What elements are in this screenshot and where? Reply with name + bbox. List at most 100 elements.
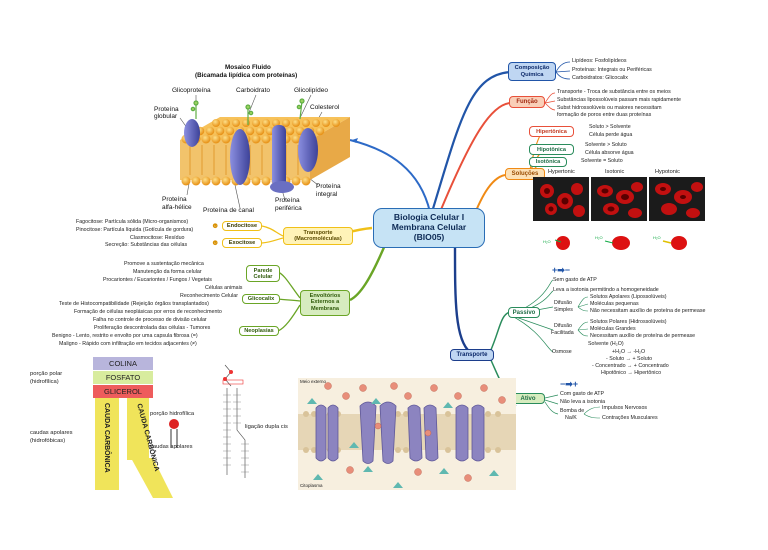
caudas-apolares-2: (hidrofóbicas) bbox=[30, 438, 66, 444]
smiley-icon: ☻ bbox=[211, 221, 220, 230]
central-title-line2: Membrana Celular bbox=[391, 221, 467, 232]
node-composicao-quimica[interactable]: Composição Química bbox=[508, 62, 556, 81]
minus-arrow-plus-icon: −➡+ bbox=[560, 379, 579, 389]
passivo-item-2: Leva a isotonia permitindo a homogeneida… bbox=[553, 287, 659, 293]
bomba-item-1: Impulsos Nervosos bbox=[602, 405, 648, 411]
funcao-item-2: Substâncias lipossolúveis passam mais ra… bbox=[557, 97, 681, 103]
envoltorios-label-2: Externos a bbox=[310, 299, 340, 306]
transporte-macro-label-1: Transporte bbox=[303, 230, 333, 236]
smiley-icon-2: ☻ bbox=[211, 238, 220, 247]
glicocalix-item-4: Formação de células neoplásicas por erro… bbox=[74, 309, 222, 315]
difusao-facilitada-item-3: Necessitam auxílio de proteína de permea… bbox=[590, 333, 696, 339]
difusao-facilitada-item-1: Solutos Polares (Hidrossolúveis) bbox=[590, 319, 667, 325]
sodium-potassium-pump-image bbox=[298, 378, 516, 490]
label-proteina-integral-2: integral bbox=[316, 191, 338, 198]
node-envoltorios[interactable]: Envoltórios Externos a Membrana bbox=[300, 290, 350, 316]
neoplasias-item-3: Benigno - Lento, restrito e envolto por … bbox=[52, 333, 198, 339]
mosaic-title: Mosaico Fluido bbox=[225, 64, 271, 71]
label-proteina-globular-2: globular bbox=[154, 113, 178, 120]
porcao-polar-2: (hidrofílica) bbox=[30, 379, 59, 385]
central-title-line3: (BIO05) bbox=[413, 231, 445, 242]
glicerol-box: GLICEROL bbox=[93, 385, 153, 398]
parede-item-3: Procariontes / Eucariontes / Fungos / Ve… bbox=[103, 277, 212, 283]
node-exocitose[interactable]: Exocitose bbox=[222, 238, 262, 248]
phospholipid-skeleton bbox=[222, 364, 249, 478]
mosaic-subtitle: (Bicamada lipídica com proteínas) bbox=[195, 72, 298, 79]
osmose-label: Osmose bbox=[552, 349, 572, 355]
citoplasma-label: Citoplasma bbox=[300, 483, 323, 488]
composicao-label-1: Composição bbox=[514, 65, 550, 71]
difusao-simples-item-1: Solutos Apolares (Lipossolúveis) bbox=[590, 294, 667, 300]
cauda-carbonica-1: CAUDA CARBÔNICA bbox=[103, 403, 110, 473]
parede-item-1: Promove a sustentação mecânica bbox=[124, 261, 204, 267]
difusao-simples-label-2: Simples bbox=[554, 307, 573, 313]
composicao-item-2: Proteínas: Integrais ou Periféricas bbox=[572, 67, 652, 73]
node-funcao[interactable]: Função bbox=[509, 96, 545, 108]
ativo-item-1: Com gasto de ATP bbox=[560, 391, 605, 397]
neoplasias-item-1: Falha no controle de processo de divisão… bbox=[93, 317, 207, 323]
passivo-item-1: Sem gasto de ATP bbox=[553, 277, 597, 283]
endocitose-item-2: Pinocitose: Partícula líquida (Gotícula … bbox=[76, 227, 194, 233]
bomba-label-2: Na/K bbox=[565, 415, 577, 421]
node-transporte-macro[interactable]: Transporte (Macromoléculas) bbox=[283, 227, 353, 245]
label-glicolipidio: Glicolipídeo bbox=[294, 87, 328, 94]
exocitose-item-1: Clasmocitose: Resíduo bbox=[130, 235, 185, 241]
label-proteina-integral-1: Proteína bbox=[316, 183, 341, 190]
envoltorios-label-3: Membrana bbox=[311, 305, 339, 312]
svg-text:H₂O: H₂O bbox=[543, 239, 551, 244]
node-hipertonica[interactable]: Hipertônica bbox=[529, 126, 574, 137]
funcao-item-4: formação de poros entre duas proteínas bbox=[557, 112, 652, 118]
node-transporte[interactable]: Transporte bbox=[450, 349, 494, 361]
envoltorios-label-1: Envoltórios bbox=[309, 293, 341, 299]
composicao-item-1: Lipídeos: Fosfolipídeos bbox=[572, 58, 627, 64]
label-proteina-globular-1: Proteína bbox=[154, 106, 179, 113]
composicao-label-2: Química bbox=[520, 71, 544, 78]
plus-arrow-icon: +➡− bbox=[552, 265, 571, 275]
phospholipid-tails bbox=[95, 398, 173, 498]
osmose-item-3: - Soluto → + Soluto bbox=[606, 356, 653, 362]
node-parede-celular[interactable]: Parede Celular bbox=[246, 265, 280, 282]
node-neoplasias[interactable]: Neoplasias bbox=[239, 326, 279, 336]
difusao-facilitada-label-1: Difusão bbox=[554, 323, 572, 329]
label-proteina-periferica-2: periférica bbox=[275, 205, 302, 212]
rbc-label-isotonic: Isotonic bbox=[605, 169, 625, 175]
label-proteina-periferica-1: Proteína bbox=[275, 197, 300, 204]
parede-label-2: Celular bbox=[253, 273, 273, 280]
meio-externo-label: Meio externo bbox=[300, 379, 327, 384]
difusao-facilitada-label-2: Facilitada bbox=[551, 330, 574, 336]
fosfato-box: FOSFATO bbox=[93, 371, 153, 384]
exocitose-item-2: Secreção: Substâncias das células bbox=[105, 242, 188, 248]
ligacao-dupla-cis: ligação dupla cis bbox=[245, 424, 288, 430]
difusao-facilitada-item-2: Moléculas Grandes bbox=[590, 326, 636, 332]
node-isotonica[interactable]: Isotônica bbox=[529, 157, 567, 167]
rbc-label-hypertonic: Hypertonic bbox=[548, 169, 575, 175]
red-blood-cells-image: H₂O H₂O H₂O bbox=[533, 177, 705, 250]
difusao-simples-label-1: Difusão bbox=[554, 300, 572, 306]
funcao-item-3: Subst hidrossolúveis ou maiores necessit… bbox=[557, 105, 662, 111]
difusao-simples-item-2: Moléculas pequenas bbox=[590, 301, 639, 307]
neoplasias-item-4: Maligno - Rápido com infiltração em teci… bbox=[59, 341, 197, 347]
rbc-label-hypotonic: Hypotonic bbox=[655, 169, 680, 175]
node-passivo[interactable]: Passivo bbox=[508, 307, 540, 318]
label-proteina-canal: Proteína de canal bbox=[203, 207, 254, 214]
label-alfa-helice-2: alfa-hélice bbox=[162, 204, 192, 211]
central-title-line1: Biologia Celular I bbox=[393, 212, 465, 222]
glicocalix-item-2: Reconhecimento Celular bbox=[180, 293, 239, 299]
parede-item-2: Manutenção da forma celular bbox=[133, 269, 202, 275]
svg-text:H₂O: H₂O bbox=[595, 235, 603, 240]
hipertonica-item-2: Célula perde água bbox=[589, 132, 633, 138]
isotonica-item: Solvente = Soluto bbox=[581, 158, 623, 164]
bomba-item-2: Contrações Musculares bbox=[602, 415, 658, 421]
node-hipotonica[interactable]: Hipotônica bbox=[529, 144, 574, 155]
funcao-item-1: Transporte - Troca de substância entre o… bbox=[557, 89, 671, 95]
central-topic[interactable]: Biologia Celular I Membrana Celular (BIO… bbox=[373, 208, 485, 248]
hipotonica-item-2: Célula absorve água bbox=[585, 150, 634, 156]
osmose-item-2: +H₂O → -H₂O bbox=[612, 349, 646, 355]
node-ativo[interactable]: Ativo bbox=[511, 393, 545, 404]
label-colesterol: Colesterol bbox=[310, 104, 340, 111]
svg-text:H₂O: H₂O bbox=[653, 235, 661, 240]
colina-box: COLINA bbox=[93, 357, 153, 370]
node-glicocalix[interactable]: Glicocalix bbox=[242, 294, 280, 304]
label-carboidrato: Carboidrato bbox=[236, 87, 270, 94]
node-endocitose[interactable]: Endocitose bbox=[222, 221, 262, 231]
